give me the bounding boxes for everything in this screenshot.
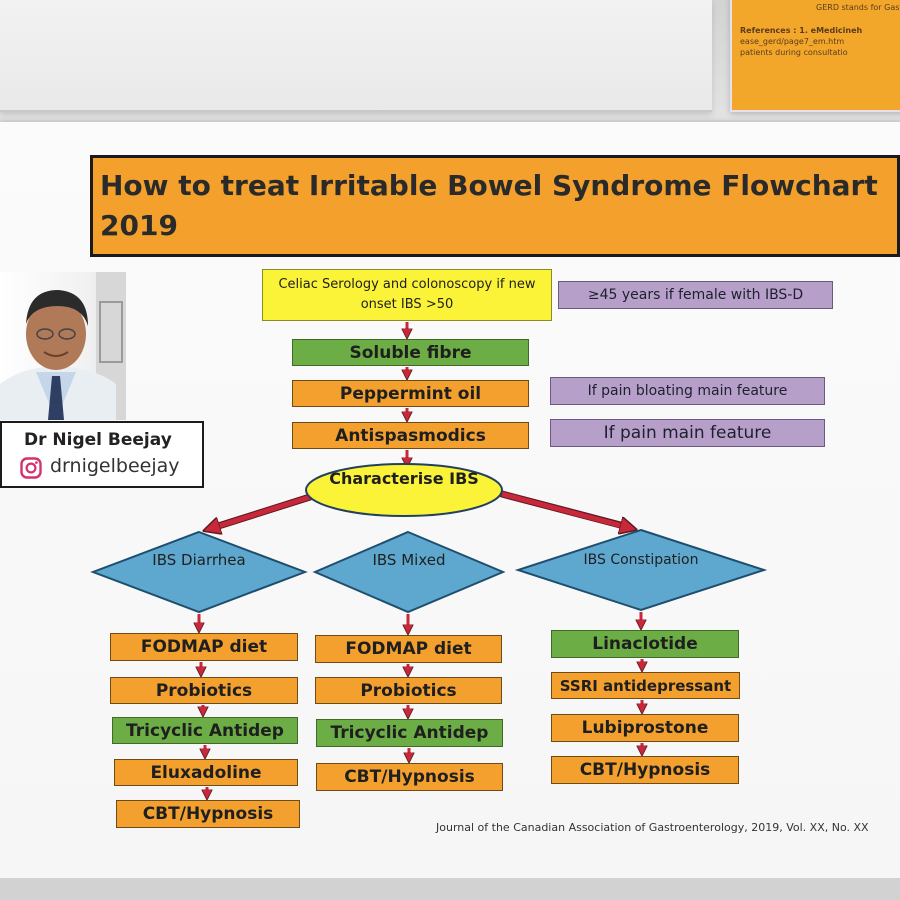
ibs-diarrhea-label: IBS Diarrhea [93, 548, 305, 572]
diarrhea-probiotics-box: Probiotics [110, 677, 298, 704]
mixed-fodmap-box: FODMAP diet [315, 635, 502, 663]
diamond-ibs-mixed [315, 532, 503, 612]
arrow-characterise-to-diarrhea [206, 497, 310, 530]
female-ibs-d-note: ≥45 years if female with IBS-D [558, 281, 833, 309]
mixed-probiotics-box: Probiotics [315, 677, 502, 704]
mixed-cbt-box: CBT/Hypnosis [316, 763, 503, 791]
diarrhea-eluxadoline-box: Eluxadoline [114, 759, 298, 786]
diarrhea-cbt-box: CBT/Hypnosis [116, 800, 300, 828]
celiac-serology-box: Celiac Serology and colonoscopy if new o… [262, 269, 552, 321]
constipation-linaclotide-box: Linaclotide [551, 630, 739, 658]
diamond-ibs-diarrhea [93, 532, 305, 612]
characterise-ibs-label: Characterise IBS [305, 466, 503, 491]
arrow-characterise-to-constipation [502, 494, 634, 529]
soluble-fibre-box: Soluble fibre [292, 339, 529, 366]
constipation-ssri-box: SSRI antidepressant [551, 672, 740, 699]
mixed-tricyclic-box: Tricyclic Antidep [316, 719, 503, 747]
pain-bloating-note: If pain bloating main feature [550, 377, 825, 405]
pain-main-feature-note: If pain main feature [550, 419, 825, 447]
constipation-lubiprostone-box: Lubiprostone [551, 714, 739, 742]
ibs-constipation-label: IBS Constipation [518, 548, 764, 572]
diarrhea-fodmap-box: FODMAP diet [110, 633, 298, 661]
diarrhea-tricyclic-box: Tricyclic Antidep [112, 717, 298, 744]
constipation-cbt-box: CBT/Hypnosis [551, 756, 739, 784]
journal-citation: Journal of the Canadian Association of G… [436, 821, 896, 834]
antispasmodics-box: Antispasmodics [292, 422, 529, 449]
peppermint-oil-box: Peppermint oil [292, 380, 529, 407]
ibs-mixed-label: IBS Mixed [315, 548, 503, 572]
